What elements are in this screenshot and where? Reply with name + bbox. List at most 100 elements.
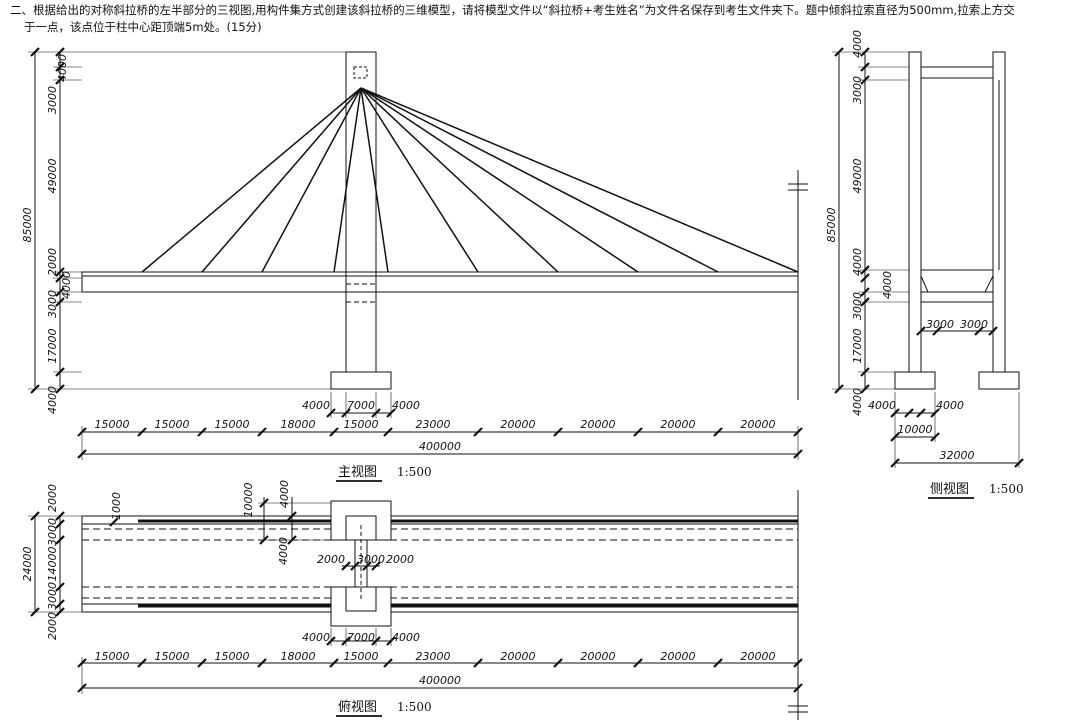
dim-side-bottom-1: 4000 (868, 399, 896, 412)
dim-side-bottom-2: 4000 (936, 399, 964, 412)
dim-side-seg-4: 4000 (851, 248, 864, 276)
front-tower-anchor (353, 66, 368, 79)
dim-top-seg-2: 3000 (46, 518, 59, 546)
side-inner-dims (916, 326, 998, 336)
dim-front-seg-3: 49000 (46, 159, 59, 194)
dim-front-tower-3: 4000 (392, 399, 420, 412)
dim-side-seg-6: 3000 (851, 292, 864, 320)
dim-top-total: 24000 (21, 547, 34, 582)
dim-front-span-1: 15000 (95, 418, 130, 431)
dim-front-span-2: 15000 (155, 418, 190, 431)
dim-top-seg-3: 14000 (46, 547, 59, 582)
dim-top-seg-5: 2000 (46, 612, 59, 640)
dim-front-total: 85000 (21, 208, 34, 243)
dim-front-span-3: 15000 (215, 418, 250, 431)
dim-top-detail-4: 4000 (277, 537, 290, 565)
dim-front-span-9: 20000 (661, 418, 696, 431)
dim-side-bottom-3: 10000 (898, 423, 933, 436)
front-tower-dims (326, 392, 396, 418)
dim-front-span-4: 18000 (281, 418, 316, 431)
cable (201, 87, 362, 273)
dim-front-seg-6: 3000 (46, 290, 59, 318)
side-footing-right (978, 371, 1020, 390)
top-left-dims (28, 511, 82, 617)
dim-top-detail-5: 2000 (317, 553, 345, 566)
dim-top-span-5: 15000 (344, 650, 379, 663)
side-footing-left (894, 371, 936, 390)
dim-top-span-3: 15000 (215, 650, 250, 663)
front-view-scale: 1:500 (397, 465, 432, 479)
top-detail-dims (109, 497, 381, 571)
dim-top-seg-4: 3000 (46, 582, 59, 610)
cable (333, 87, 362, 273)
front-footing (330, 371, 392, 390)
dim-front-seg-2: 3000 (46, 86, 59, 114)
dim-top-span-1: 15000 (95, 650, 130, 663)
dim-top-span-8: 20000 (581, 650, 616, 663)
side-top-beam (920, 66, 994, 79)
dim-front-seg-4: 2000 (46, 248, 59, 276)
dim-front-tower-2: 7000 (347, 399, 375, 412)
dim-top-span-6: 23000 (416, 650, 451, 663)
dim-front-span-10: 20000 (741, 418, 776, 431)
cable (360, 87, 799, 273)
cable (261, 87, 362, 273)
dim-top-detail-6: 3000 (357, 553, 385, 566)
dim-top-tower-2: 7000 (347, 631, 375, 644)
dim-side-seg-1: 4000 (851, 30, 864, 58)
side-view-scale: 1:500 (989, 482, 1024, 496)
problem-statement: 二、根据给出的对称斜拉桥的左半部分的三视图,用构件集方式创建该斜拉桥的三维模型，… (10, 2, 1070, 36)
dim-side-seg-8: 4000 (851, 388, 864, 416)
dim-front-span-8: 20000 (581, 418, 616, 431)
dim-front-seg-5: 4000 (60, 271, 73, 299)
side-left-dims (832, 47, 909, 394)
cable (360, 87, 559, 273)
dim-side-seg-5: 4000 (881, 271, 894, 299)
cable (360, 87, 639, 273)
side-view: 85000 4000 3000 49000 4000 4000 3000 170… (825, 30, 1024, 499)
dim-top-span-10: 20000 (741, 650, 776, 663)
dim-side-seg-3: 49000 (851, 159, 864, 194)
side-deck-haunch (920, 275, 994, 293)
front-span-dims (77, 426, 803, 460)
dim-top-detail-2: 10000 (242, 483, 255, 518)
front-view-title: 主视图 (338, 465, 377, 480)
problem-line-2: 于一点，该点位于柱中心距顶端5m处。(15分) (24, 20, 262, 34)
problem-line-1: 二、根据给出的对称斜拉桥的左半部分的三视图,用构件集方式创建该斜拉桥的三维模型，… (10, 3, 1015, 17)
top-span-dims (77, 657, 803, 694)
dim-top-span-7: 20000 (501, 650, 536, 663)
dim-front-seg-7: 17000 (46, 329, 59, 364)
dim-top-span-2: 15000 (155, 650, 190, 663)
top-tower-dims (326, 628, 396, 646)
dim-front-span-6: 23000 (416, 418, 451, 431)
dim-side-seg-2: 3000 (851, 76, 864, 104)
dim-top-seg-1: 2000 (46, 484, 59, 512)
cable (360, 87, 719, 273)
front-left-dims (28, 47, 346, 394)
cable (141, 87, 362, 273)
top-view-scale: 1:500 (397, 700, 432, 714)
dim-top-tower-3: 4000 (392, 631, 420, 644)
cable (360, 87, 479, 273)
top-view: 24000 2000 3000 14000 3000 2000 1000 1 (21, 480, 808, 720)
dim-top-span-9: 20000 (661, 650, 696, 663)
dim-front-span-7: 20000 (501, 418, 536, 431)
front-view: 85000 4000 3000 49000 2000 4000 3000 170… (21, 47, 808, 482)
side-crossbeam (920, 291, 994, 303)
dim-front-total-length: 400000 (419, 440, 461, 453)
dim-side-bottom-4: 32000 (940, 449, 975, 462)
front-deck (81, 271, 799, 293)
front-cables (141, 87, 799, 273)
dim-front-tower-1: 4000 (302, 399, 330, 412)
dim-top-detail-7: 2000 (386, 553, 414, 566)
top-view-title: 俯视图 (338, 699, 377, 715)
dim-front-span-5: 15000 (344, 418, 379, 431)
dim-side-inner-2: 3000 (960, 318, 988, 331)
dim-top-total-length: 400000 (419, 674, 461, 687)
dim-side-seg-7: 17000 (851, 329, 864, 364)
dim-top-span-4: 18000 (281, 650, 316, 663)
dim-top-detail-1: 1000 (110, 492, 123, 520)
dim-front-seg-1: 4000 (56, 54, 69, 82)
side-deck (920, 269, 994, 293)
